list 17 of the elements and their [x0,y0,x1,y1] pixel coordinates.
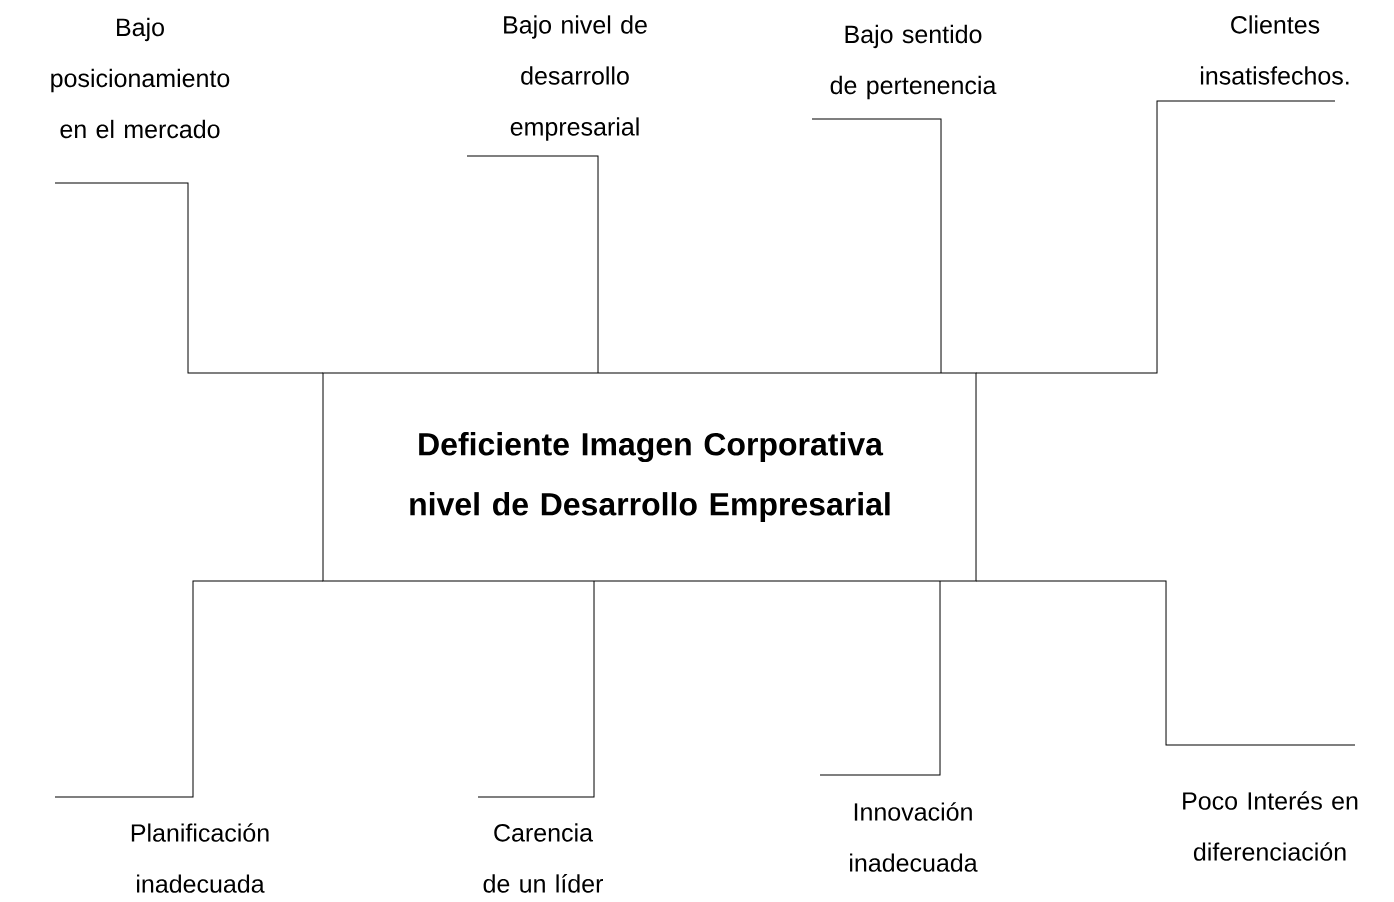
problem-box: Deficiente Imagen Corporativa nivel de Desarrollo Empresarial [322,372,977,582]
leader-line [466,155,599,374]
cause-text: Innovación inadecuada [850,802,978,872]
cause-text: Bajo posicionamiento en el mercado [51,17,230,139]
cause-text: Bajo nivel de desarrollo empresarial [504,15,647,141]
leader-line [975,580,1356,746]
leader-line [54,182,324,374]
cause-text: Carencia de un líder [483,823,603,893]
leader-line [819,580,941,776]
leader-line [477,580,595,798]
cause-text: Poco Interés en diferenciación [1183,791,1358,861]
leader-line [54,580,324,798]
leader-line [811,118,942,374]
cause-text: Clientes insatisfechos. [1200,15,1349,85]
cause-text: Planificación inadecuada [131,823,269,893]
leader-line [975,100,1336,374]
cause-text: Bajo sentido de pertenencia [830,24,997,100]
